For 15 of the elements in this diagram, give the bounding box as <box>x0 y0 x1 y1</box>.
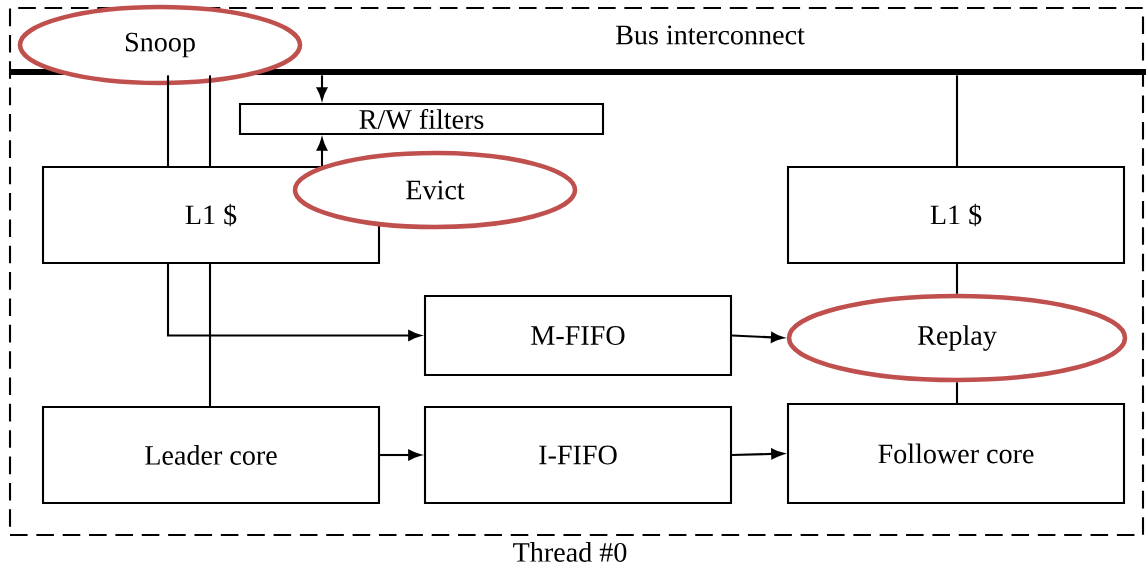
connector-arrow <box>316 75 328 100</box>
block-box: I-FIFO <box>423 405 733 505</box>
ellipse-callout: Replay <box>786 293 1128 383</box>
connector-arrow <box>316 138 328 166</box>
bus-label: Bus interconnect <box>615 25 805 45</box>
ellipse-callout: Evict <box>292 150 578 230</box>
ellipse-callout: Snoop <box>17 4 303 86</box>
block-box: Leader core <box>41 405 381 505</box>
block-box: L1 $ <box>786 165 1126 265</box>
block-box: R/W filters <box>238 102 605 136</box>
block-box: M-FIFO <box>423 294 733 377</box>
connector-arrow <box>732 332 784 343</box>
connector-arrow <box>380 449 421 461</box>
frame-label: Thread #0 <box>513 542 627 562</box>
block-box: Follower core <box>786 402 1126 505</box>
